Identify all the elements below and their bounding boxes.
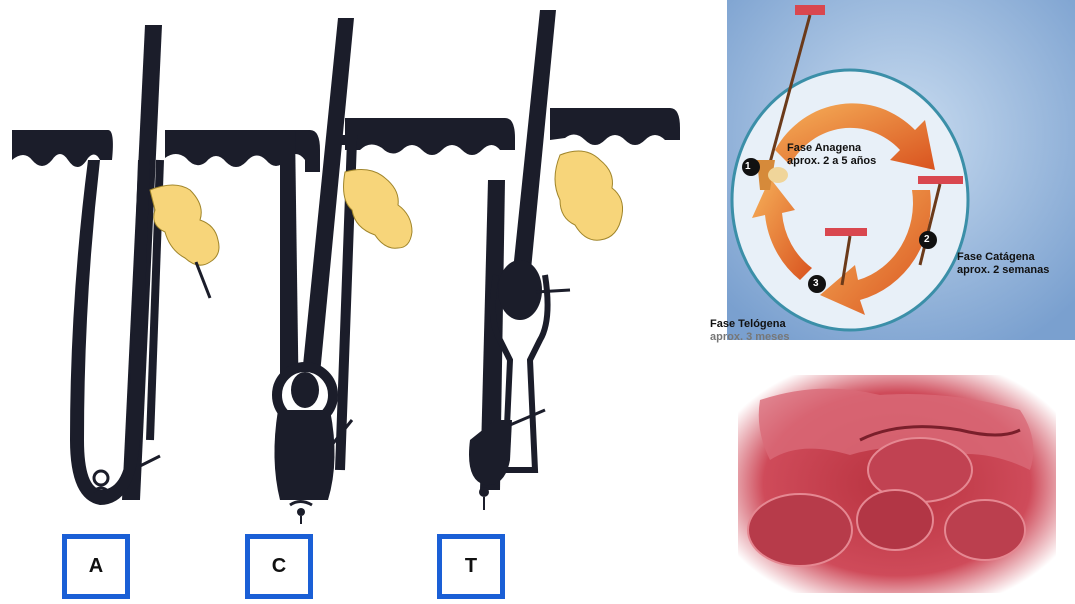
- phase-2-duration: aprox. 2 semanas: [957, 264, 1049, 276]
- follicle-micrograph: [738, 375, 1056, 593]
- follicle-diagram-anagen: [12, 25, 320, 505]
- label-telogen: T: [437, 534, 505, 599]
- phase-1-number: 1: [745, 161, 751, 173]
- phase-3-name: Fase Telógena: [710, 318, 786, 330]
- phase-1-duration: aprox. 2 a 5 años: [787, 155, 876, 167]
- label-anagen: A: [62, 534, 130, 599]
- follicle-diagram-telogen: [469, 10, 680, 510]
- phase-3-duration: aprox. 3 meses: [710, 331, 790, 343]
- phase-3-number: 3: [813, 278, 819, 290]
- skin-icon: [795, 5, 825, 15]
- phase-2-name: Fase Catágena: [957, 251, 1035, 263]
- phase-1-name: Fase Anagena: [787, 142, 861, 154]
- hair-cycle-illustration: [720, 0, 1075, 348]
- label-catagen: C: [245, 534, 313, 599]
- phase-2-number: 2: [924, 234, 930, 246]
